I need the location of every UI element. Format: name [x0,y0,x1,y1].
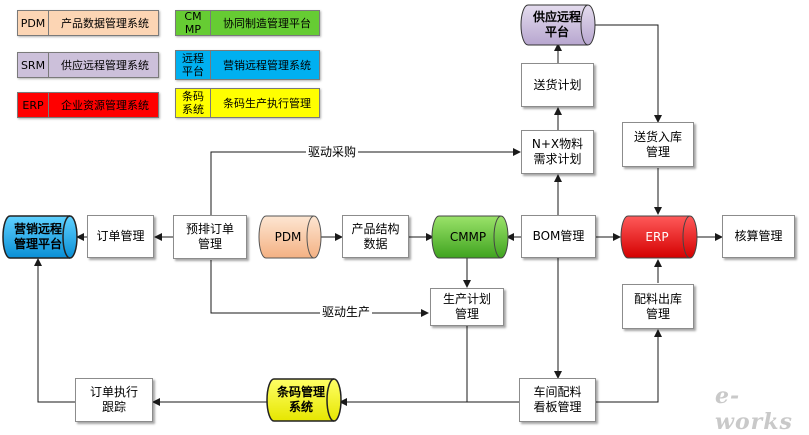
legend-srm-key: SRM [18,53,49,77]
legend-srm-value: 供应远程管理系统 [49,53,158,77]
barcode-shape [266,378,342,422]
legend-barcode-key: 条码系统 [176,89,211,117]
drive-production-label: 驱动生产 [320,305,373,319]
legend-barcode-value: 条码生产执行管理 [211,89,319,117]
material-issue-mgmt: 配料出库管理 [622,284,694,329]
bom-mgmt: BOM管理 [521,215,596,258]
accounting-mgmt: 核算管理 [722,215,795,258]
legend-erp: ERP 企业资源管理系统 [17,92,159,118]
cmmp-shape [431,215,509,259]
receiving-mgmt: 送货入库管理 [622,122,694,167]
legend-srm: SRM 供应远程管理系统 [17,52,159,78]
connector-lines [34,24,723,406]
product-structure: 产品结构数据 [342,215,409,258]
workshop-kanban: 车间配料看板管理 [519,378,596,422]
nx-material-plan: N+X物料需求计划 [521,130,594,174]
legend-pdm-value: 产品数据管理系统 [49,11,158,35]
pre-order-mgmt: 预排订单管理 [173,215,247,259]
barcode-node: 条码管理系统 [276,385,325,414]
delivery-plan: 送货计划 [521,63,594,107]
order-mgmt: 订单管理 [87,215,154,258]
legend-cmmp-value: 协同制造管理平台 [211,11,319,35]
cmmp-node: CMMP [449,229,487,244]
supply-platform-shape [520,4,596,46]
legend-erp-key: ERP [18,93,49,117]
legend-remote-value: 营销远程管理系统 [211,51,319,79]
supply-platform: 供应远程平台 [532,10,581,39]
pdm-node: PDM [274,229,302,244]
production-plan: 生产计划管理 [430,288,504,326]
pdm-shape [258,215,322,259]
sales-platform: 营销远程管理平台 [13,222,62,251]
legend-remote: 远程平台 营销远程管理系统 [175,50,320,80]
erp-node: ERP [645,229,669,244]
order-tracking: 订单执行跟踪 [75,378,153,422]
sales-platform-shape [2,215,78,259]
e-works-logo: e-works [715,383,793,435]
drive-purchase-label: 驱动采购 [306,145,359,159]
legend-remote-key: 远程平台 [176,51,211,79]
legend-pdm: PDM 产品数据管理系统 [17,10,159,36]
legend-erp-value: 企业资源管理系统 [49,93,158,117]
erp-shape [620,215,698,259]
legend-barcode: 条码系统 条码生产执行管理 [175,88,320,118]
legend-pdm-key: PDM [18,11,49,35]
